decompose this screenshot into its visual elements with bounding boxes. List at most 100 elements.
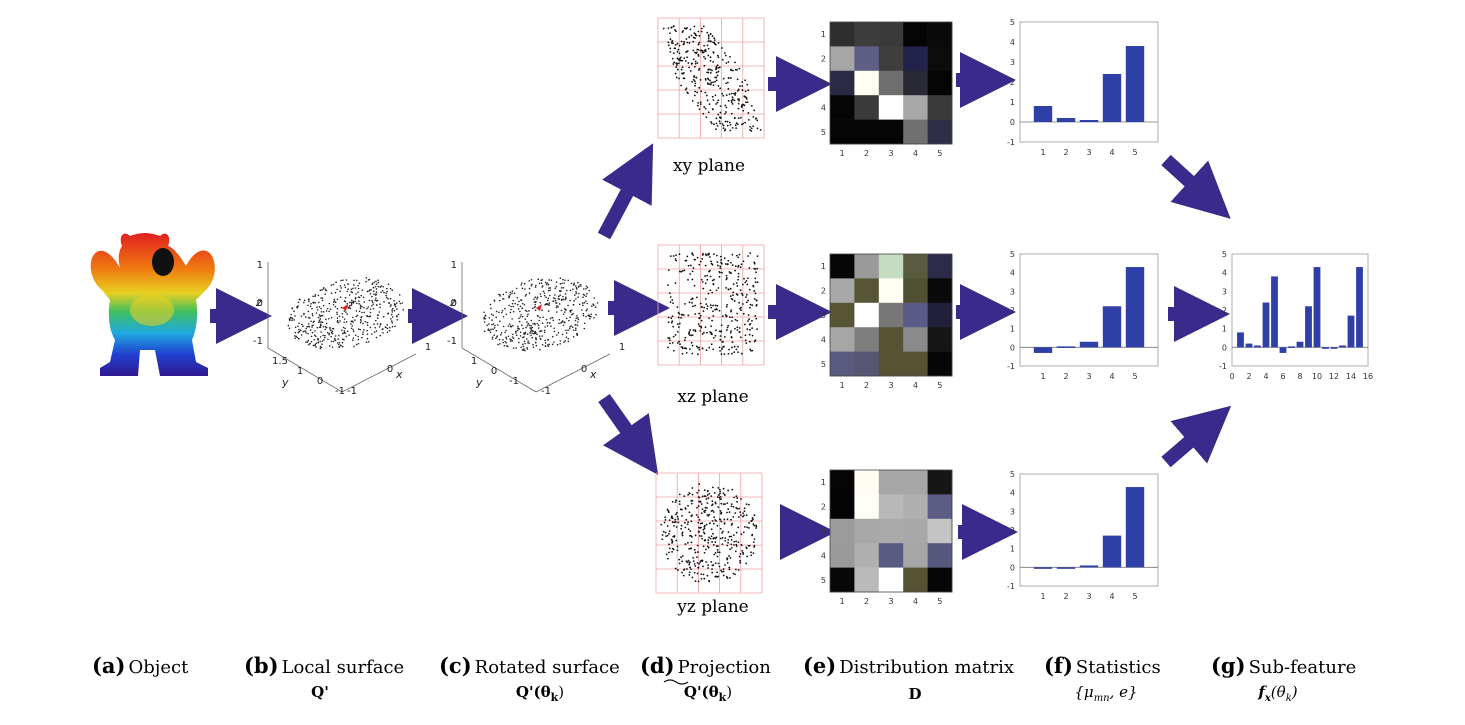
projected-point — [662, 530, 665, 533]
projected-point — [738, 99, 740, 102]
matrix-cell — [903, 119, 928, 145]
matrix-col-label: 2 — [864, 149, 869, 158]
surface-point — [290, 313, 292, 316]
projected-point — [713, 253, 715, 256]
surface-point — [367, 279, 370, 281]
surface-point — [357, 342, 360, 345]
surface-point — [311, 331, 314, 334]
projected-point — [701, 51, 704, 54]
projected-point — [685, 87, 688, 90]
projected-point — [713, 278, 715, 281]
projected-point — [671, 57, 674, 60]
surface-point — [322, 325, 325, 328]
projected-point — [703, 44, 706, 47]
surface-point — [556, 304, 558, 307]
projected-point — [701, 508, 704, 511]
surface-point — [319, 321, 321, 323]
projected-point — [696, 491, 699, 494]
surface-point — [541, 335, 544, 337]
projected-point — [709, 68, 712, 71]
z-tick-label: -1 — [253, 336, 263, 347]
bar — [1102, 306, 1122, 348]
surface-point — [360, 315, 363, 318]
projected-point — [734, 318, 737, 321]
surface-point — [393, 309, 396, 312]
surface-point — [514, 302, 516, 305]
surface-point — [387, 297, 389, 300]
surface-point — [542, 290, 545, 293]
projected-point — [717, 494, 720, 496]
projected-point — [725, 106, 728, 109]
surface-point — [375, 336, 378, 339]
surface-point — [564, 279, 566, 281]
surface-point — [491, 338, 494, 340]
surface-point — [318, 306, 321, 308]
projected-point — [731, 96, 734, 99]
surface-point — [561, 282, 563, 285]
projected-point — [724, 120, 727, 123]
y-tick-label: 5 — [1222, 250, 1227, 259]
projected-point — [689, 530, 692, 532]
projected-point — [744, 90, 747, 93]
surface-point — [564, 298, 567, 301]
projected-point — [759, 128, 762, 131]
projected-point — [696, 544, 699, 547]
surface-point — [349, 304, 351, 307]
y-tick-label: 0 — [1010, 563, 1015, 572]
projected-point — [691, 493, 694, 496]
caption-c: (c)Rotated surface Q'(θk) — [439, 653, 620, 704]
projected-point — [711, 509, 714, 512]
projected-point — [716, 101, 719, 104]
projected-point — [751, 517, 754, 519]
projected-point — [700, 577, 703, 580]
projected-point — [709, 256, 711, 258]
surface-point — [544, 303, 546, 306]
x-axis-line — [341, 353, 417, 393]
surface-point — [354, 298, 357, 300]
projected-point — [698, 34, 701, 37]
surface-point — [531, 283, 533, 286]
projected-point — [663, 521, 666, 524]
surface-point — [586, 308, 589, 311]
matrix-row-label: 4 — [821, 335, 826, 344]
projected-point — [672, 548, 675, 551]
surface-point — [354, 334, 357, 336]
surface-point — [551, 316, 554, 319]
projected-point — [673, 61, 676, 64]
projected-point — [691, 99, 694, 102]
projected-point — [699, 101, 702, 104]
surface-point — [297, 331, 300, 334]
projected-point — [706, 574, 709, 577]
surface-point — [573, 282, 575, 284]
projected-point — [719, 122, 721, 125]
projected-point — [696, 62, 699, 64]
matrix-cell — [854, 327, 880, 352]
projected-point — [720, 259, 722, 261]
surface-point — [547, 303, 549, 306]
surface-point — [322, 334, 324, 337]
surface-point — [299, 329, 302, 332]
projected-point — [702, 331, 705, 334]
projected-point — [726, 303, 729, 306]
projected-point — [734, 94, 737, 96]
surface-point — [361, 289, 364, 292]
projected-point — [693, 258, 696, 261]
surface-point — [564, 296, 567, 298]
surface-point — [352, 316, 354, 319]
projected-point — [682, 574, 685, 577]
projected-point — [697, 55, 700, 57]
surface-point — [588, 289, 591, 292]
projected-point — [697, 48, 700, 51]
xy-plane-projection — [657, 17, 765, 139]
projected-point — [709, 56, 712, 59]
projected-point — [723, 335, 726, 338]
surface-point — [535, 284, 537, 287]
projected-point — [664, 518, 667, 521]
surface-point — [294, 337, 296, 340]
x-tick-label: 14 — [1346, 372, 1356, 381]
surface-point — [342, 332, 344, 335]
matrix-row-label: 1 — [821, 30, 826, 39]
projected-point — [680, 556, 683, 559]
projected-point — [680, 40, 683, 43]
projected-point — [687, 528, 690, 531]
